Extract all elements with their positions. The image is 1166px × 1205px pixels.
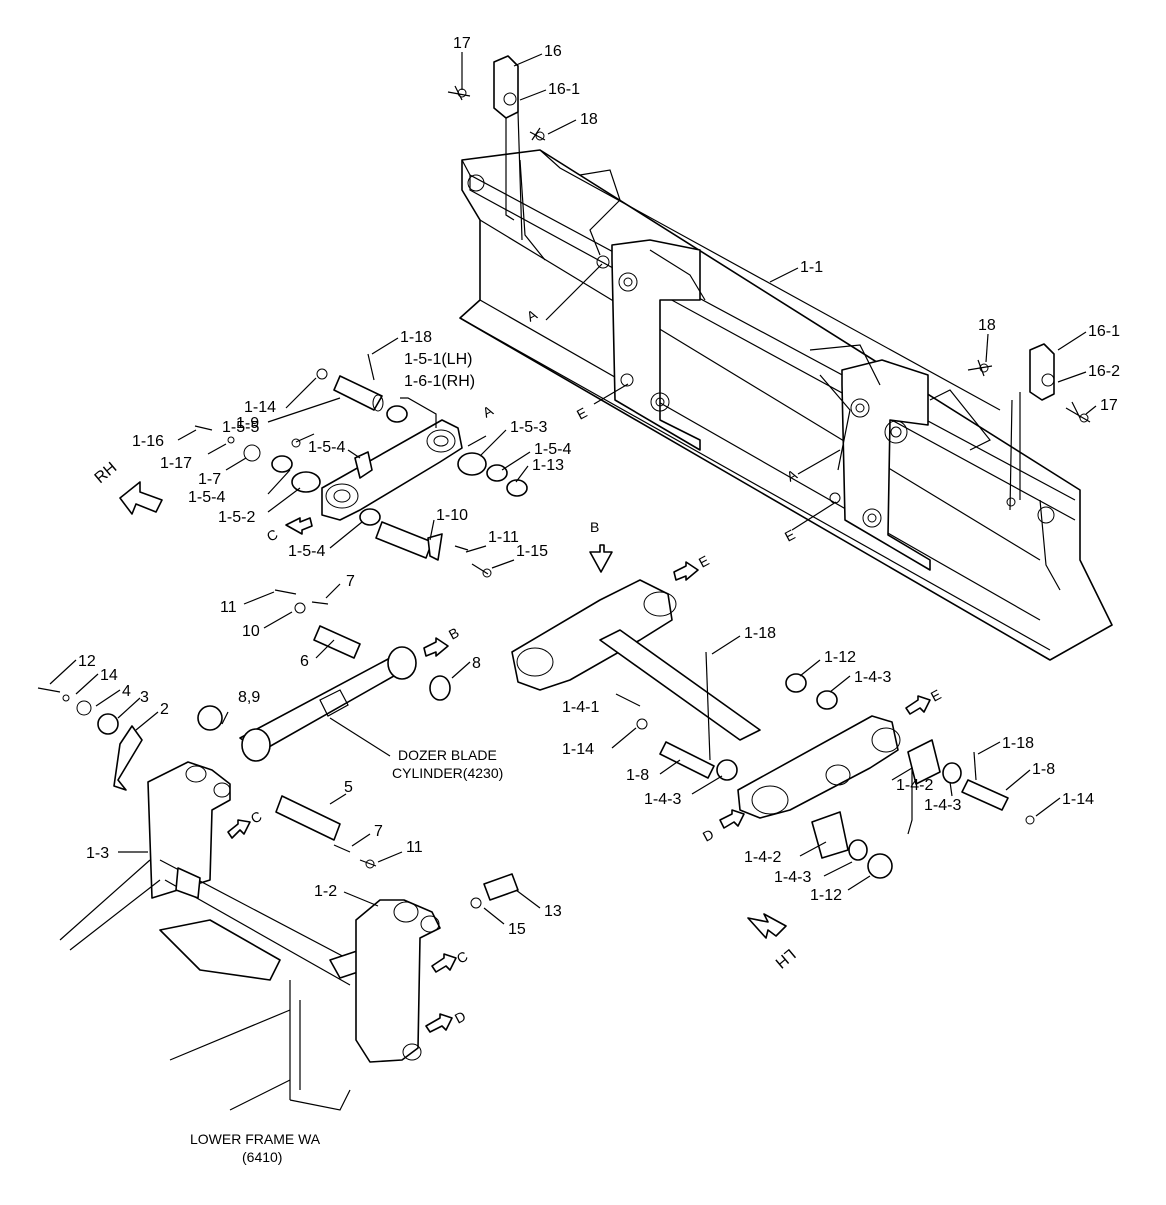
callout: 1-2 bbox=[314, 883, 337, 900]
ref-letter: E bbox=[696, 552, 712, 571]
ref-letter: E bbox=[928, 686, 944, 705]
callout: 1-4-2 bbox=[744, 849, 781, 866]
callout: 17 bbox=[453, 35, 471, 52]
callout: 1-3 bbox=[86, 845, 109, 862]
ref-letter: C bbox=[248, 808, 264, 827]
callout: 1-16 bbox=[132, 433, 164, 450]
callout: 18 bbox=[580, 111, 598, 128]
callout: 1-4-3 bbox=[774, 869, 811, 886]
ref-letter: E bbox=[782, 526, 798, 545]
callout: 7 bbox=[346, 573, 355, 590]
callout: 1-14 bbox=[1062, 791, 1094, 808]
lower-frame bbox=[37, 687, 519, 1111]
view-reference-letters: A A A E E C B E B C C D D E bbox=[248, 306, 944, 1027]
ref-letter: D bbox=[700, 826, 716, 845]
callout: 1-7 bbox=[198, 471, 221, 488]
callout: 1-4-3 bbox=[924, 797, 961, 814]
callout: 16-1 bbox=[548, 81, 580, 98]
callout: 1-5-4 bbox=[308, 439, 345, 456]
callout: 8 bbox=[472, 655, 481, 672]
callout: 1-12 bbox=[810, 887, 842, 904]
callout: 1-5-4 bbox=[188, 489, 225, 506]
callout: 6 bbox=[300, 653, 309, 670]
callout: 1-1 bbox=[800, 259, 823, 276]
callout: 1-17 bbox=[160, 455, 192, 472]
callout: 11 bbox=[406, 839, 423, 856]
callout: 1-18 bbox=[1002, 735, 1034, 752]
callout: 1-8 bbox=[1032, 761, 1055, 778]
callout: 8,9 bbox=[238, 689, 260, 706]
callout: 1-18 bbox=[744, 625, 776, 642]
callout: 14 bbox=[100, 667, 118, 684]
callout: 1-15 bbox=[516, 543, 548, 560]
callout: 10 bbox=[242, 623, 260, 640]
latch-assembly-right bbox=[967, 343, 1091, 511]
callout: 1-5-4 bbox=[288, 543, 325, 560]
callout: 1-12 bbox=[824, 649, 856, 666]
callout: 1-4-2 bbox=[896, 777, 933, 794]
callout: 7 bbox=[374, 823, 383, 840]
callout: 1-4-3 bbox=[644, 791, 681, 808]
callout: 1-18 bbox=[400, 329, 432, 346]
ref-letter: C bbox=[454, 948, 470, 967]
upper-arm-assembly bbox=[194, 353, 528, 578]
ref-letter: E bbox=[574, 404, 590, 423]
callout: 2 bbox=[160, 701, 169, 718]
callout-labels: 17 16 16-1 18 1-1 18 16-1 16-2 17 1-18 1… bbox=[78, 35, 1120, 938]
callout: 1-11 bbox=[488, 529, 519, 546]
dozer-blade-cylinder bbox=[197, 589, 451, 762]
ref-letter: D bbox=[452, 1008, 468, 1027]
callout: 16-1 bbox=[1088, 323, 1120, 340]
frame-note-line1: LOWER FRAME WA bbox=[190, 1131, 321, 1147]
direction-arrows bbox=[119, 481, 931, 1033]
callout: 13 bbox=[544, 903, 562, 920]
lh-label: LH bbox=[772, 945, 799, 971]
rh-label: RH bbox=[92, 459, 121, 487]
ref-letter: B bbox=[590, 519, 599, 535]
frame-note-line2: (6410) bbox=[242, 1149, 282, 1165]
callout: 1-14 bbox=[244, 399, 276, 416]
cylinder-note-line1: DOZER BLADE bbox=[398, 747, 497, 763]
callout: 1-10 bbox=[436, 507, 468, 524]
callout: 1-5-5 bbox=[222, 419, 259, 436]
leader-lines bbox=[49, 52, 1097, 925]
callout: 16-2 bbox=[1088, 363, 1120, 380]
callout: 12 bbox=[78, 653, 96, 670]
callout: 1-6-1(RH) bbox=[404, 373, 475, 390]
callout: 5 bbox=[344, 779, 353, 796]
ref-letter: B bbox=[446, 624, 462, 643]
callout: 1-5-2 bbox=[218, 509, 255, 526]
callout: 4 bbox=[122, 683, 131, 700]
callout: 1-14 bbox=[562, 741, 594, 758]
latch-assembly-top bbox=[447, 55, 546, 241]
lower-arm-assembly bbox=[511, 579, 1035, 879]
callout: 3 bbox=[140, 689, 149, 706]
callout: 1-4-3 bbox=[854, 669, 891, 686]
callout: 18 bbox=[978, 317, 996, 334]
callout: 1-5-1(LH) bbox=[404, 351, 472, 368]
callout: 1-13 bbox=[532, 457, 564, 474]
callout: 17 bbox=[1100, 397, 1118, 414]
callout: 16 bbox=[544, 43, 562, 60]
callout: 1-4-1 bbox=[562, 699, 599, 716]
cylinder-note-line2: CYLINDER(4230) bbox=[392, 765, 503, 781]
ref-letter: A bbox=[480, 402, 496, 421]
callout: 1-9 bbox=[236, 415, 259, 432]
callout: 1-8 bbox=[626, 767, 649, 784]
callout: 15 bbox=[508, 921, 526, 938]
callout: 11 bbox=[220, 599, 237, 616]
callout: 1-5-4 bbox=[534, 441, 571, 458]
dozer-blade bbox=[459, 149, 1113, 661]
ref-letter: C bbox=[264, 526, 280, 545]
callout: 1-5-3 bbox=[510, 419, 547, 436]
